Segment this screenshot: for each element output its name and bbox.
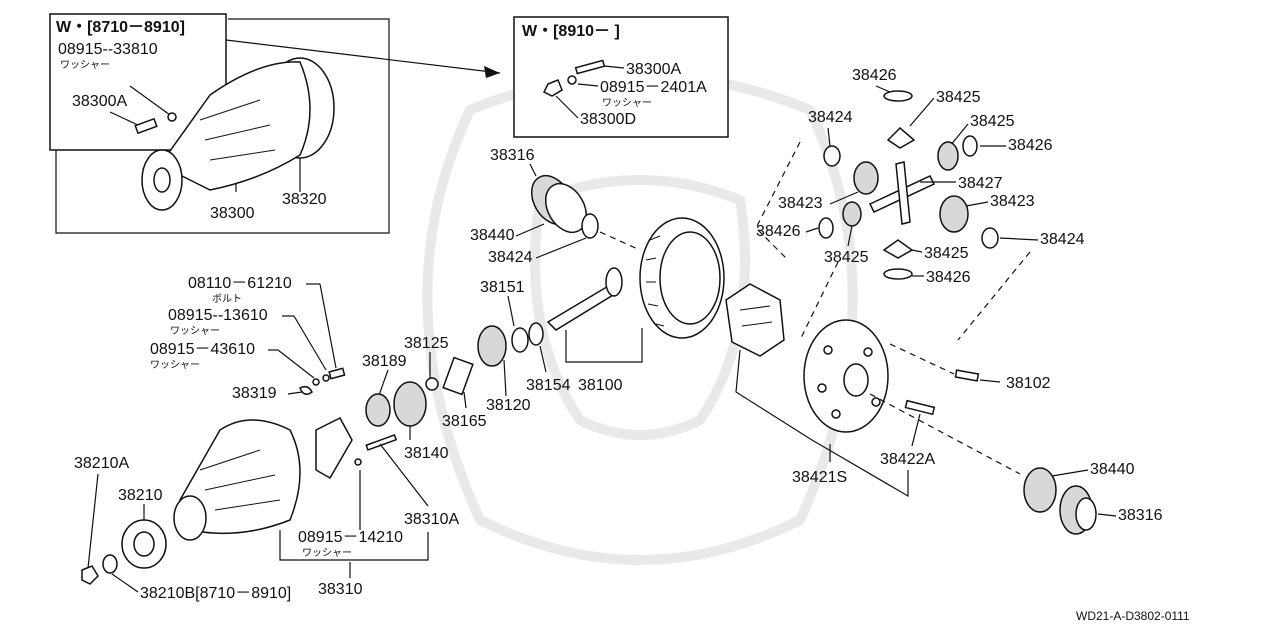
spacer-38154 xyxy=(528,322,544,346)
inset-right-note: ワッシャー xyxy=(602,98,652,109)
bearing-38440-r xyxy=(1023,467,1057,513)
label-38426-a: 38426 xyxy=(852,67,897,84)
label-38300A-right: 38300A xyxy=(626,61,681,78)
race-38189 xyxy=(365,393,391,427)
plate-38319 xyxy=(299,385,313,395)
inset-right-header: W・[8910－ ] xyxy=(522,23,620,40)
label-38426-c: 38426 xyxy=(756,223,801,240)
label-38319: 38319 xyxy=(232,385,277,402)
label-38316-top: 38316 xyxy=(490,147,535,164)
label-38424-mid: 38424 xyxy=(488,249,533,266)
label-38440-top: 38440 xyxy=(470,227,515,244)
label-38425-b: 38425 xyxy=(970,113,1015,130)
label-38154: 38154 xyxy=(526,377,571,394)
label-38421S: 38421S xyxy=(792,469,847,486)
cap-38310 xyxy=(315,417,353,480)
spacer-38165 xyxy=(442,356,474,396)
label-08915-13610: 08915--13610 xyxy=(168,307,268,324)
label-38300A-left: 38300A xyxy=(72,93,127,110)
label-38426-b: 38426 xyxy=(1008,137,1053,154)
gear-38423-b xyxy=(939,195,969,233)
inset-left-part-note: ワッシャー xyxy=(60,60,110,71)
label-38425-d: 38425 xyxy=(924,245,969,262)
pin-38422A xyxy=(904,399,936,416)
housing-38300 xyxy=(134,57,335,211)
label-38424-r: 38424 xyxy=(808,109,853,126)
washer-38210B xyxy=(102,554,118,574)
label-08915-14210: 08915－14210 xyxy=(298,529,403,546)
label-08915-2401A: 08915－2401A xyxy=(600,79,707,96)
label-38320: 38320 xyxy=(282,191,327,208)
bolt-38102 xyxy=(954,369,980,382)
note-08915-43610: ワッシャー xyxy=(150,360,200,371)
differential-group: 38426 38425 38424 38425 38426 38423 3842… xyxy=(725,67,1163,535)
left-fasteners: 08110－61210 ボルト 08915--13610 ワッシャー 08915… xyxy=(150,275,346,402)
label-38425-c: 38425 xyxy=(824,249,869,266)
bearing-38140 xyxy=(393,381,427,427)
note-08915-14210: ワッシャー xyxy=(302,548,352,559)
inset-right: W・[8910－ ] 38300A 08915－2401A ワッシャー 3830… xyxy=(513,16,729,138)
diagram-code: WD21-A-D3802-0111 xyxy=(1076,609,1190,623)
diff-case-38421S-a xyxy=(725,283,785,357)
carrier-housing: 38310A 08915－14210 ワッシャー 38310 38210A 38… xyxy=(74,417,459,602)
label-38424-r2: 38424 xyxy=(1040,231,1085,248)
label-38102: 38102 xyxy=(1006,375,1051,392)
label-08110-61210: 08110－61210 xyxy=(188,275,292,292)
label-38210: 38210 xyxy=(118,487,163,504)
label-38210A: 38210A xyxy=(74,455,129,472)
label-38140: 38140 xyxy=(404,445,449,462)
label-38125: 38125 xyxy=(404,335,449,352)
nut-38210A xyxy=(81,565,99,585)
label-38423-b: 38423 xyxy=(990,193,1035,210)
label-38310: 38310 xyxy=(318,581,363,598)
label-38189: 38189 xyxy=(362,353,407,370)
label-38426-d: 38426 xyxy=(926,269,971,286)
inset-left-header: W・[8710－8910] xyxy=(56,19,185,36)
shim-38125 xyxy=(425,377,439,391)
washer-38424 xyxy=(581,213,599,239)
label-38440-r: 38440 xyxy=(1090,461,1135,478)
oil-seal-38151 xyxy=(511,327,529,353)
label-38423-a: 38423 xyxy=(778,195,823,212)
gear-38423-a xyxy=(853,161,879,195)
inset-left-part-no: 08915--33810 xyxy=(58,41,158,58)
note-08915-13610: ワッシャー xyxy=(170,326,220,337)
label-38120: 38120 xyxy=(486,397,531,414)
label-38422A: 38422A xyxy=(880,451,935,468)
label-38100: 38100 xyxy=(578,377,623,394)
label-38425-a: 38425 xyxy=(936,89,981,106)
bearing-38120 xyxy=(477,325,507,367)
label-38210B: 38210B[8710－8910] xyxy=(140,585,291,602)
label-08915-43610: 08915－43610 xyxy=(150,341,255,358)
label-38310A: 38310A xyxy=(404,511,459,528)
label-38316-r: 38316 xyxy=(1118,507,1163,524)
pinion-group: 38316 38440 38424 38151 38125 38120 3815… xyxy=(362,147,725,462)
label-38300D: 38300D xyxy=(580,111,636,128)
label-38300: 38300 xyxy=(210,205,255,222)
inset-left: W・[8710－8910] 08915--33810 ワッシャー 38300A … xyxy=(49,13,501,234)
label-38165: 38165 xyxy=(442,413,487,430)
note-08110: ボルト xyxy=(212,293,242,305)
label-38151: 38151 xyxy=(480,279,525,296)
label-38427: 38427 xyxy=(958,175,1003,192)
